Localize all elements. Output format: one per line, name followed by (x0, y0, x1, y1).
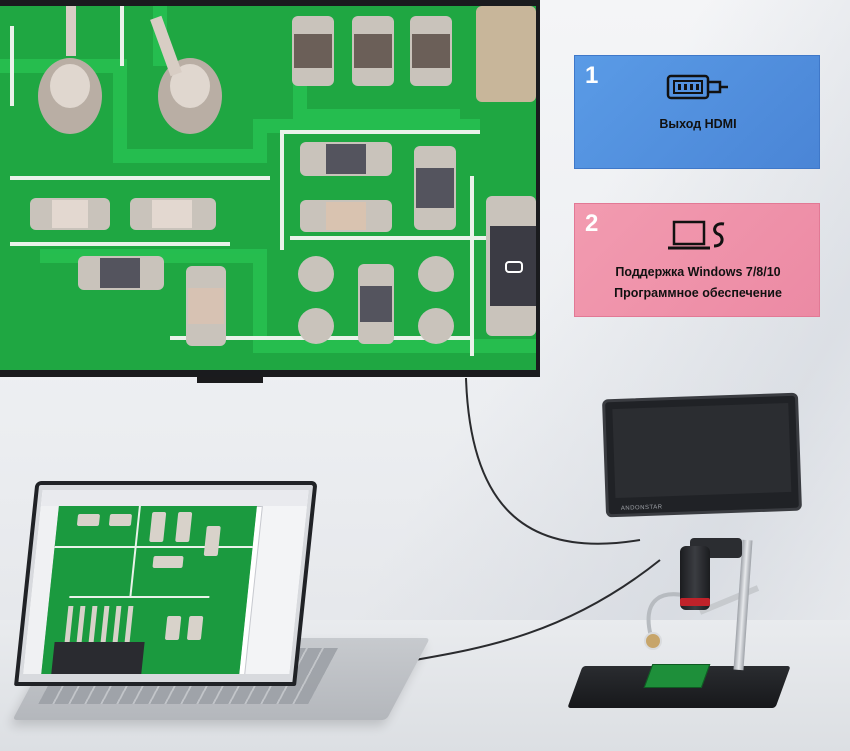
pcb-macro-image (0, 6, 536, 370)
laptop-lid (14, 481, 318, 686)
tv-stand (197, 377, 263, 383)
feature-number: 1 (585, 62, 599, 89)
gooseneck-lamp (644, 632, 662, 650)
feature-card-hdmi: 1 Выход HDMI (574, 55, 820, 169)
feature-label-line1: Поддержка Windows 7/8/10 (615, 265, 781, 279)
microscope-brand-label: ANDONSTAR (620, 504, 663, 512)
software-live-view (41, 506, 257, 674)
feature-card-windows: 2 Поддержка Windows 7/8/10 Программное о… (574, 203, 820, 317)
sample-circuit-board (643, 664, 711, 688)
tv-screen-pcb-image (0, 6, 536, 370)
feature-label: Выход HDMI (659, 117, 737, 131)
microscope-lens-ring (680, 598, 710, 606)
tv-monitor (0, 0, 540, 377)
laptop-screen (23, 490, 309, 674)
feature-number: 2 (585, 210, 599, 237)
software-toolbar (40, 490, 309, 507)
feature-label-line2: Программное обеспечение (614, 286, 782, 300)
solder-blobs (38, 6, 222, 134)
microscope-monitor-screen (612, 402, 792, 499)
laptop-with-s-icon (666, 218, 730, 254)
smd-components (30, 6, 536, 346)
hdmi-connector-icon (666, 70, 730, 106)
microscope-monitor: ANDONSTAR (602, 392, 802, 518)
